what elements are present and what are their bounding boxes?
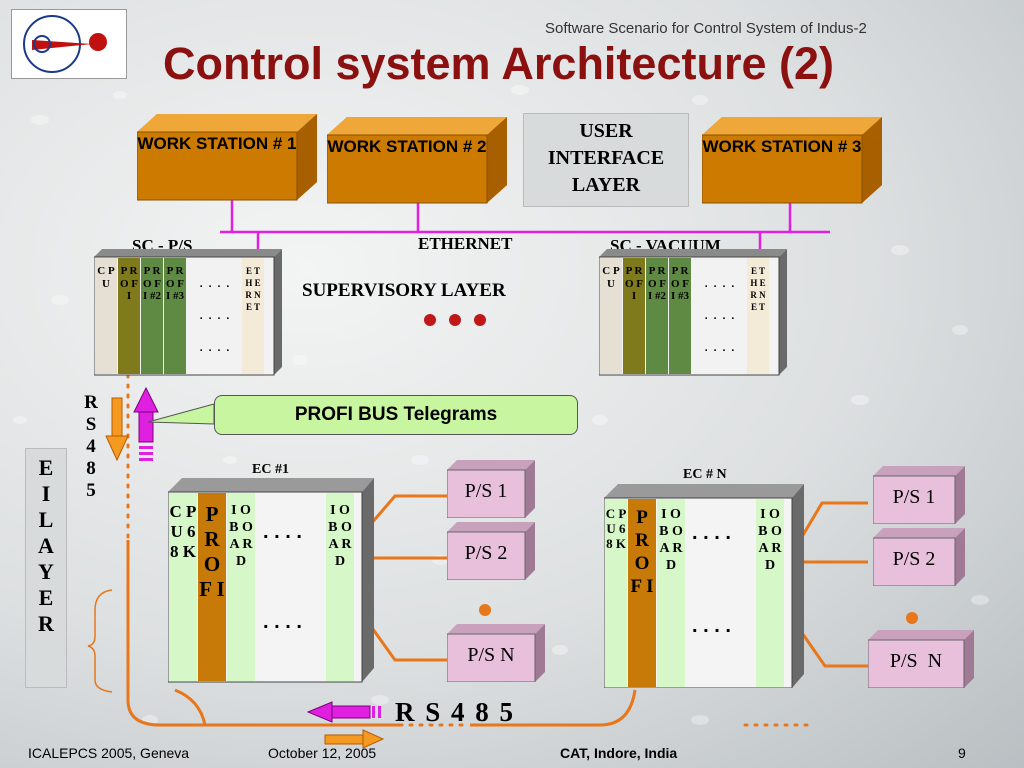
- user-interface-layer-label: USER INTERFACE LAYER: [547, 120, 665, 196]
- ecn-io-board-2: I O B O A R D: [758, 507, 782, 573]
- ec1-device-ps2[interactable]: P/S 2: [447, 522, 535, 580]
- ecn-profi-card: P R O F I: [630, 507, 654, 597]
- ecn-title: EC # N: [683, 467, 727, 482]
- rs485-vertical-label: R S 4 8 5: [84, 392, 98, 501]
- profibus-telegrams-label: PROFI BUS Telegrams: [294, 404, 498, 425]
- workstation-1[interactable]: [137, 112, 319, 202]
- ec1-device-ps2-label: P/S 2: [464, 542, 508, 564]
- rs485-right-arrow-icon: [324, 729, 385, 749]
- ec1-device-ps1[interactable]: P/S 1: [447, 460, 535, 518]
- svg-text:. . . .: . . . .: [692, 522, 731, 544]
- footer-conference: ICALEPCS 2005, Geneva: [28, 745, 190, 761]
- sc-ps-profi3-card: P R O F I #3: [165, 265, 185, 303]
- ec1-device-ps1-label: P/S 1: [464, 480, 508, 502]
- ecn-crate: . . . . . . . . C P U 6 8 K P R O F I I O…: [604, 484, 804, 688]
- svg-text:. . . .: . . . .: [263, 521, 302, 543]
- sc-vacuum-ethernet-card: E T H E R N E T: [750, 266, 766, 312]
- organization-logo: [11, 9, 127, 79]
- ec1-io-board-1: I O B O A R D: [229, 503, 253, 569]
- ecn-io-board-1: I O B O A R D: [659, 507, 683, 573]
- svg-text:. . . .: . . . .: [704, 306, 735, 323]
- profibus-left-arrow-icon: [306, 701, 381, 723]
- rs485-down-arrow-icon: [105, 397, 129, 462]
- svg-text:. . . .: . . . .: [199, 338, 230, 355]
- workstation-2-label: WORK STATION # 2: [327, 137, 487, 156]
- slide-title: Control system Architecture (2): [163, 38, 834, 89]
- sc-vacuum-cpu-card: C P U: [602, 265, 620, 290]
- ec1-title: EC #1: [252, 462, 289, 477]
- sc-vacuum-crate: . . . . . . . . . . . . C P U P R O F I P …: [599, 249, 787, 377]
- sc-vacuum-profi-card: P R O F I: [624, 265, 644, 303]
- rs485-horizontal-label: R S 4 8 5: [395, 697, 516, 727]
- ec1-device-psn[interactable]: P/S N: [447, 624, 545, 682]
- ecn-cpu-card: C P U 6 8 K: [605, 506, 627, 551]
- supervisory-layer-label: SUPERVISORY LAYER: [302, 280, 506, 301]
- sc-ps-crate: . . . . . . . . . . . . C P U P R O F I P …: [94, 249, 282, 377]
- user-interface-layer-box: USER INTERFACE LAYER: [523, 113, 689, 207]
- sc-vacuum-profi3-card: P R O F I #3: [670, 265, 690, 303]
- svg-text:. . . .: . . . .: [692, 615, 731, 637]
- workstation-1-label: WORK STATION # 1: [137, 134, 297, 153]
- svg-text:. . . .: . . . .: [704, 274, 735, 291]
- ei-layer-box: E I L A Y E R: [25, 448, 67, 688]
- sc-ps-profi-card: P R O F I: [119, 265, 139, 303]
- ecn-device-psn[interactable]: P/S N: [868, 630, 974, 688]
- footer-organization: CAT, Indore, India: [560, 745, 678, 761]
- sc-ps-profi2-card: P R O F I #2: [142, 265, 162, 303]
- profibus-telegrams-callout: PROFI BUS Telegrams: [214, 395, 578, 435]
- svg-text:. . . .: . . . .: [704, 338, 735, 355]
- workstation-3-label: WORK STATION # 3: [702, 137, 862, 156]
- ecn-device-ps2-label: P/S 2: [892, 548, 936, 570]
- ec1-cpu-card: C P U 6 8 K: [169, 502, 197, 561]
- sc-ps-cpu-card: C P U: [97, 265, 115, 290]
- ecn-device-psn-label: P/S N: [889, 650, 943, 672]
- svg-text:. . . .: . . . .: [199, 306, 230, 323]
- profibus-up-arrow-icon: [133, 386, 159, 461]
- svg-text:. . . .: . . . .: [199, 274, 230, 291]
- sc-ps-ethernet-card: E T H E R N E T: [245, 266, 261, 312]
- ec1-profi-card: P R O F I: [199, 502, 225, 601]
- ec1-device-psn-label: P/S N: [467, 644, 515, 666]
- ecn-device-ps1[interactable]: P/S 1: [873, 466, 965, 524]
- ec1-io-board-2: I O B O A R D: [328, 503, 352, 569]
- footer-page-number: 9: [958, 745, 966, 761]
- slide-subtitle: Software Scenario for Control System of …: [545, 20, 867, 37]
- ec1-crate: . . . . . . . . C P U 6 8 K P R O F I I O…: [168, 478, 374, 683]
- svg-text:. . . .: . . . .: [263, 611, 302, 633]
- workstation-3[interactable]: [702, 115, 884, 205]
- ethernet-label: ETHERNET: [418, 234, 513, 253]
- ecn-device-ps1-label: P/S 1: [892, 486, 936, 508]
- ecn-device-ps2[interactable]: P/S 2: [873, 528, 965, 586]
- sc-vacuum-profi2-card: P R O F I #2: [647, 265, 667, 303]
- ei-layer-label: E I L A Y E R: [38, 455, 54, 636]
- footer-date: October 12, 2005: [268, 745, 377, 761]
- workstation-2[interactable]: [327, 115, 509, 205]
